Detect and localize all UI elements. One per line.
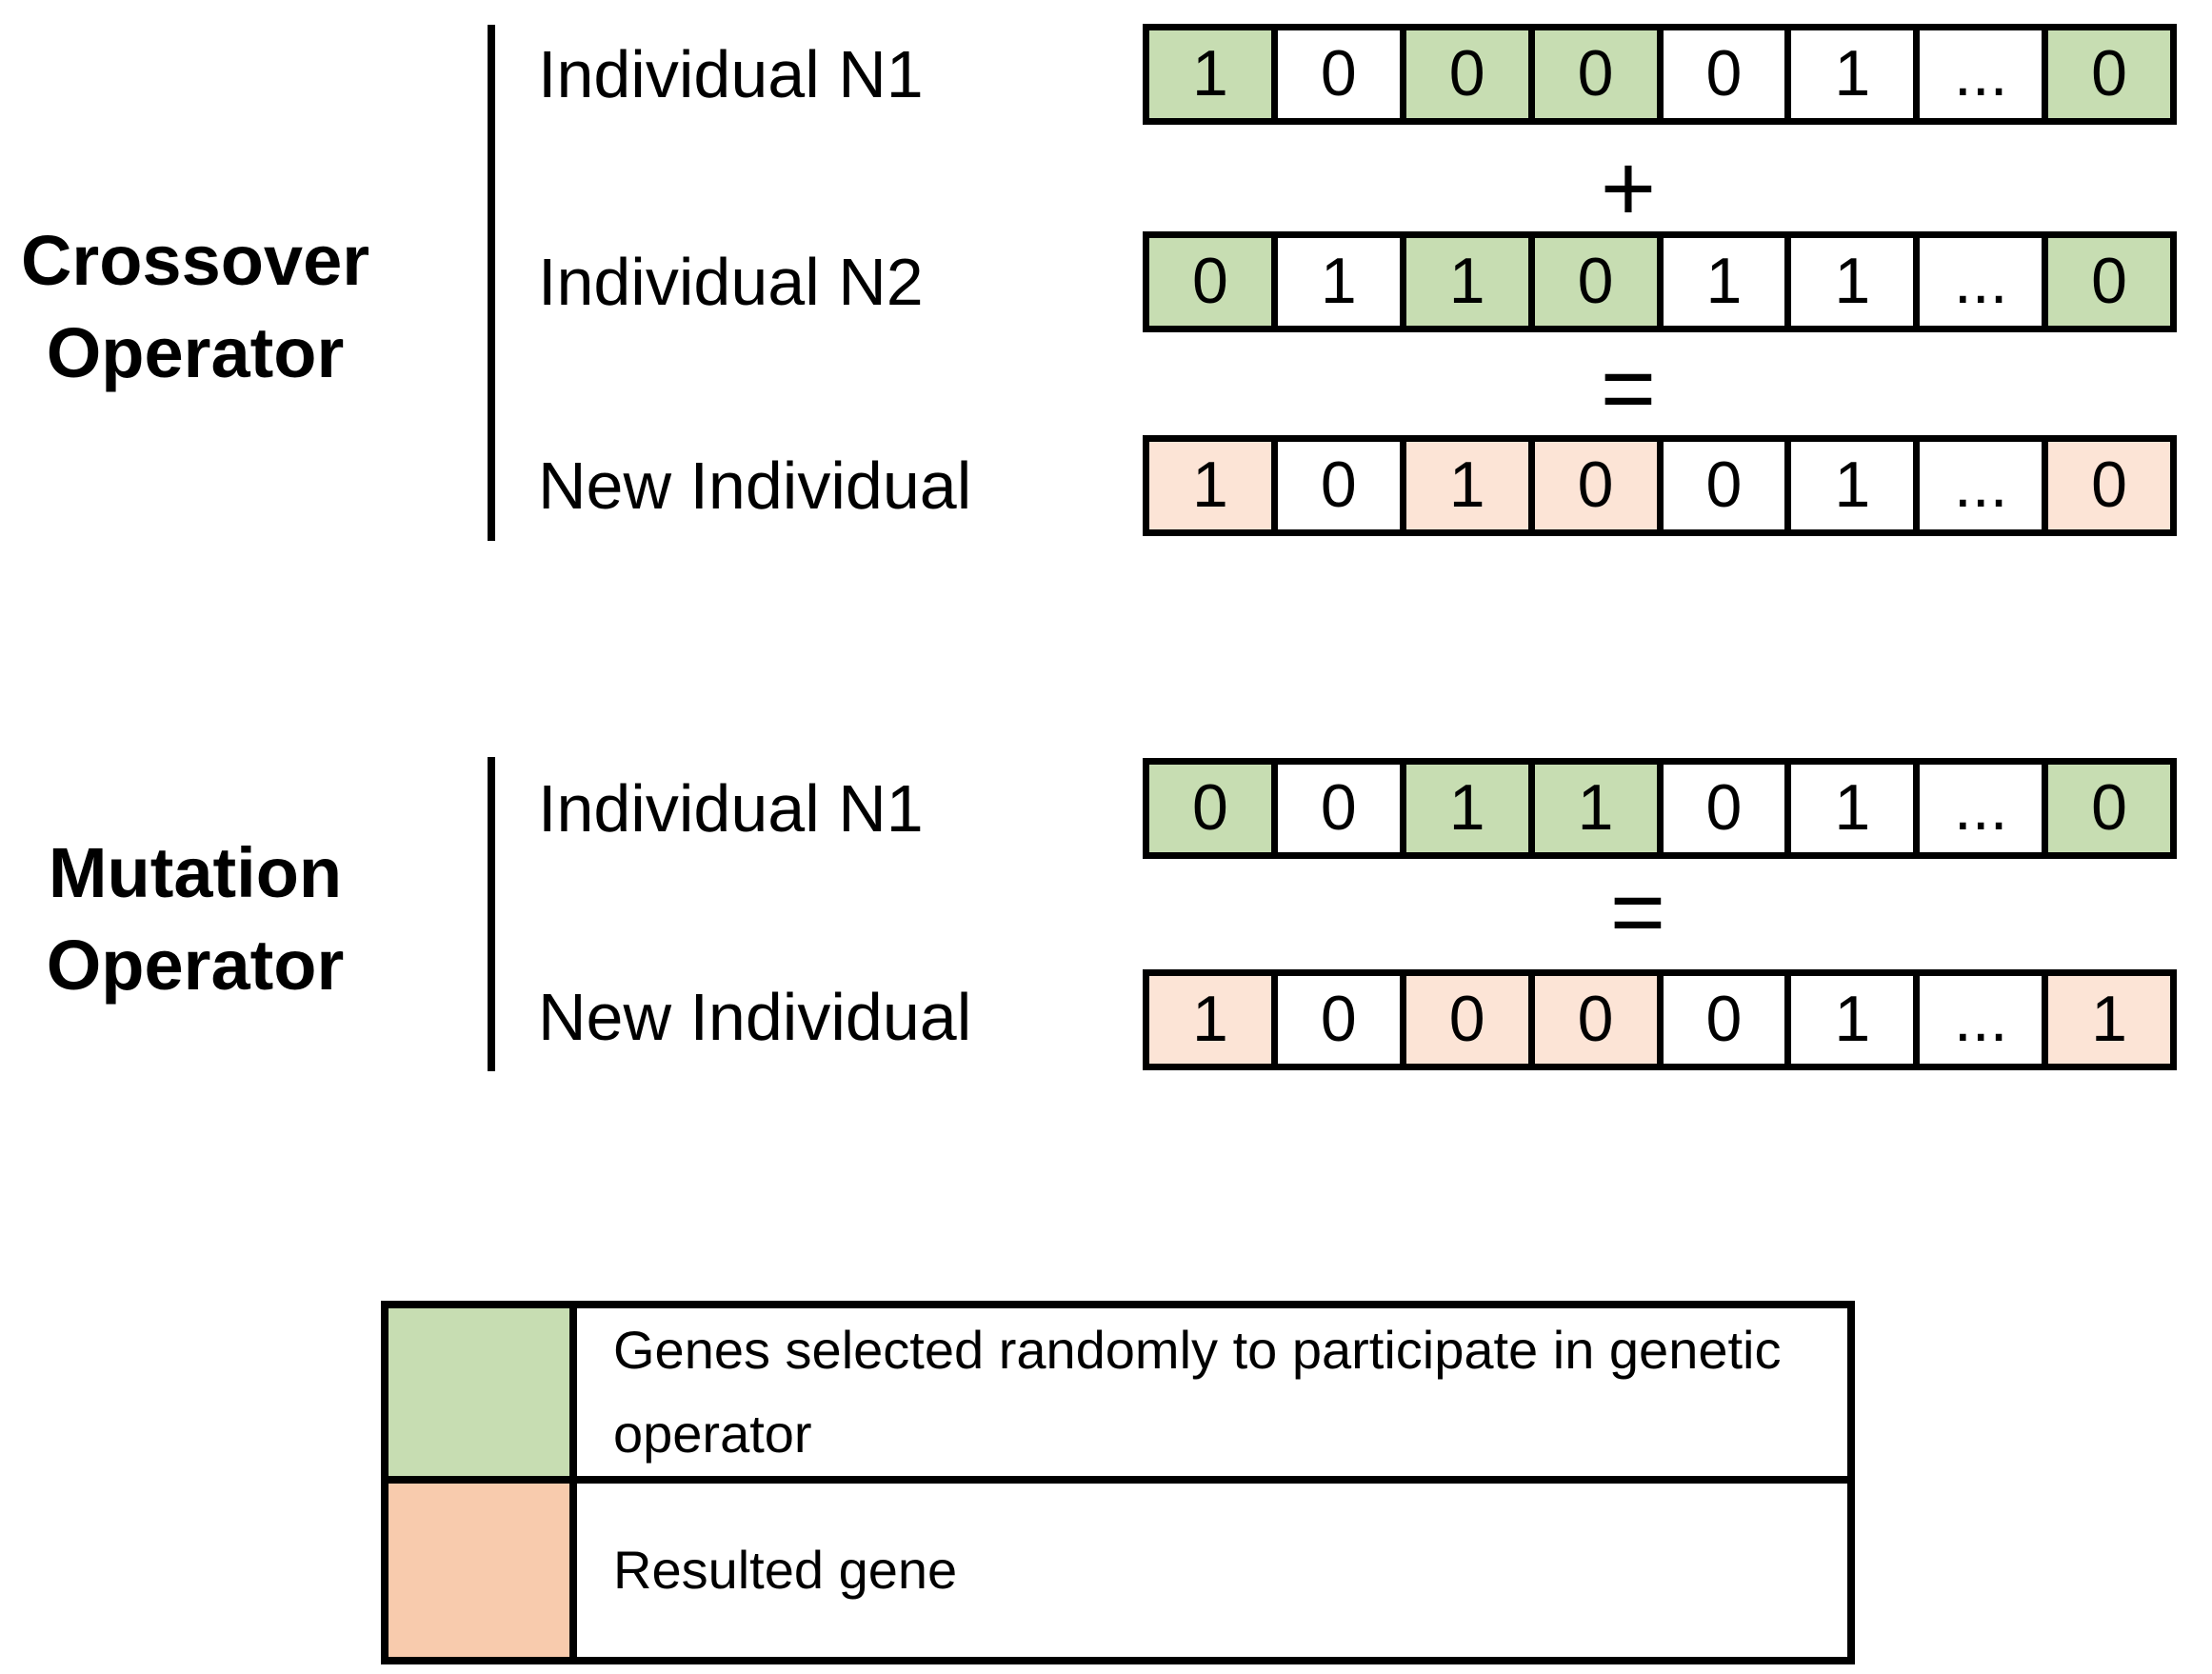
legend-swatch-resulted-gene [389, 1484, 577, 1657]
crossover-new-individual-row: 1 0 1 0 0 1 ... 0 [1143, 435, 2177, 536]
crossover-individual-n2-row: 0 1 1 0 1 1 ... 0 [1143, 231, 2177, 332]
legend-label-resulted-gene: Resulted gene [613, 1540, 958, 1600]
legend-table: Genes selected randomly to participate i… [381, 1301, 1855, 1664]
crossover-title-line2: Operator [46, 313, 345, 392]
crossover-title-line1: Crossover [20, 221, 370, 300]
gene-cell: 0 [1527, 976, 1657, 1064]
gene-cell: 1 [1399, 238, 1528, 326]
gene-cell: 1 [1784, 30, 1914, 118]
crossover-row1-label: Individual N1 [538, 37, 924, 111]
gene-cell: 1 [1784, 765, 1914, 852]
legend-text-selected-genes: Genes selected randomly to participate i… [577, 1308, 1847, 1484]
gene-cell: 0 [1656, 765, 1785, 852]
gene-cell: 1 [1270, 238, 1400, 326]
equals-sign-mutation: = [1609, 859, 1666, 966]
gene-cell: 0 [1149, 238, 1271, 326]
crossover-row3-label: New Individual [538, 448, 972, 523]
gene-cell: 0 [1656, 30, 1785, 118]
gene-cell-ellipsis: ... [1913, 442, 2043, 529]
mutation-row1-label: Individual N1 [538, 771, 924, 846]
mutation-section-title: Mutation Operator [10, 827, 381, 1011]
crossover-divider-line [488, 25, 495, 541]
plus-sign: + [1600, 135, 1657, 242]
gene-cell: 1 [1784, 976, 1914, 1064]
gene-cell: 0 [1527, 30, 1657, 118]
mutation-new-individual-row: 1 0 0 0 0 1 ... 1 [1143, 969, 2177, 1070]
gene-cell: 1 [1399, 442, 1528, 529]
gene-cell: 0 [2042, 238, 2170, 326]
equals-sign-crossover: = [1600, 335, 1657, 442]
legend-swatch-selected-genes [389, 1308, 577, 1484]
gene-cell: 1 [1399, 765, 1528, 852]
gene-cell: 0 [2042, 765, 2170, 852]
gene-cell: 0 [1270, 30, 1400, 118]
mutation-title-line2: Operator [46, 926, 345, 1005]
gene-cell: 0 [1527, 442, 1657, 529]
gene-cell: 1 [1149, 442, 1271, 529]
mutation-row2-label: New Individual [538, 980, 972, 1054]
mutation-individual-n1-row: 0 0 1 1 0 1 ... 0 [1143, 758, 2177, 859]
gene-cell: 0 [1399, 976, 1528, 1064]
legend-label-selected-genes: Genes selected randomly to participate i… [613, 1320, 1782, 1464]
gene-cell: 1 [1784, 442, 1914, 529]
gene-cell: 0 [2042, 442, 2170, 529]
gene-cell: 1 [2042, 976, 2170, 1064]
gene-cell: 0 [1270, 442, 1400, 529]
gene-cell: 0 [1149, 765, 1271, 852]
gene-cell: 1 [1149, 976, 1271, 1064]
legend-text-resulted-gene: Resulted gene [577, 1484, 1847, 1657]
gene-cell: 0 [1527, 238, 1657, 326]
gene-cell: 1 [1149, 30, 1271, 118]
gene-cell: 0 [1270, 765, 1400, 852]
gene-cell-ellipsis: ... [1913, 976, 2043, 1064]
gene-cell: 0 [1656, 442, 1785, 529]
gene-cell-ellipsis: ... [1913, 238, 2043, 326]
gene-cell: 1 [1527, 765, 1657, 852]
gene-cell: 0 [1656, 976, 1785, 1064]
gene-cell-ellipsis: ... [1913, 765, 2043, 852]
gene-cell: 0 [2042, 30, 2170, 118]
mutation-divider-line [488, 757, 495, 1071]
gene-cell: 1 [1656, 238, 1785, 326]
gene-cell-ellipsis: ... [1913, 30, 2043, 118]
gene-cell: 0 [1270, 976, 1400, 1064]
crossover-section-title: Crossover Operator [10, 214, 381, 399]
crossover-individual-n1-row: 1 0 0 0 0 1 ... 0 [1143, 24, 2177, 125]
gene-cell: 0 [1399, 30, 1528, 118]
mutation-title-line1: Mutation [48, 833, 343, 912]
crossover-row2-label: Individual N2 [538, 245, 924, 319]
gene-cell: 1 [1784, 238, 1914, 326]
